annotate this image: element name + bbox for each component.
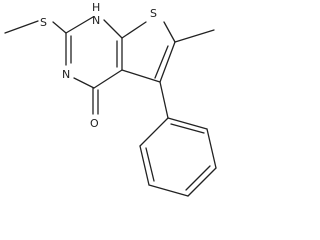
bond-c5-c4a: [121, 69, 161, 83]
bond-c7a-s: [121, 21, 147, 39]
phenyl-bond-4: [148, 184, 189, 197]
bond-n3-c4: [73, 77, 95, 89]
bond-c2-n1: [65, 16, 94, 34]
bond-lines: [4, 16, 217, 197]
phenyl-bond-3: [187, 167, 217, 197]
bond-c6-methyl: [174, 29, 215, 43]
phenyl-bond-5: [139, 145, 150, 186]
bond-methyl-s: [4, 20, 39, 34]
bond-c7a-n1: [103, 19, 123, 39]
atom-ring-nh-h: H: [92, 1, 100, 14]
phenyl-bond-2: [206, 128, 217, 169]
atom-carbonyl-o: O: [90, 117, 99, 130]
molecule-structure: S H N N S O: [4, 1, 217, 197]
phenyl-bond-1-double: [170, 123, 205, 134]
phenyl-bond-3-double: [185, 165, 211, 191]
bond-c4-c4a: [93, 69, 123, 89]
bond-c6-c5: [159, 41, 176, 83]
bond-s-c6: [163, 21, 176, 43]
phenyl-bond-1: [167, 117, 208, 130]
bond-s-c2: [52, 21, 67, 34]
phenyl-bond-5-double: [145, 147, 155, 182]
bond-c5-phenyl: [159, 81, 169, 119]
atom-ring-n: N: [62, 68, 70, 81]
atom-labels: S H N N S O: [40, 1, 157, 130]
bond-c6-c5-double: [154, 45, 169, 79]
atom-thioether-s: S: [40, 16, 47, 29]
atom-ring-nh-n: N: [92, 14, 100, 27]
phenyl-bond-6: [139, 117, 169, 147]
atom-thiophene-s: S: [150, 7, 157, 20]
